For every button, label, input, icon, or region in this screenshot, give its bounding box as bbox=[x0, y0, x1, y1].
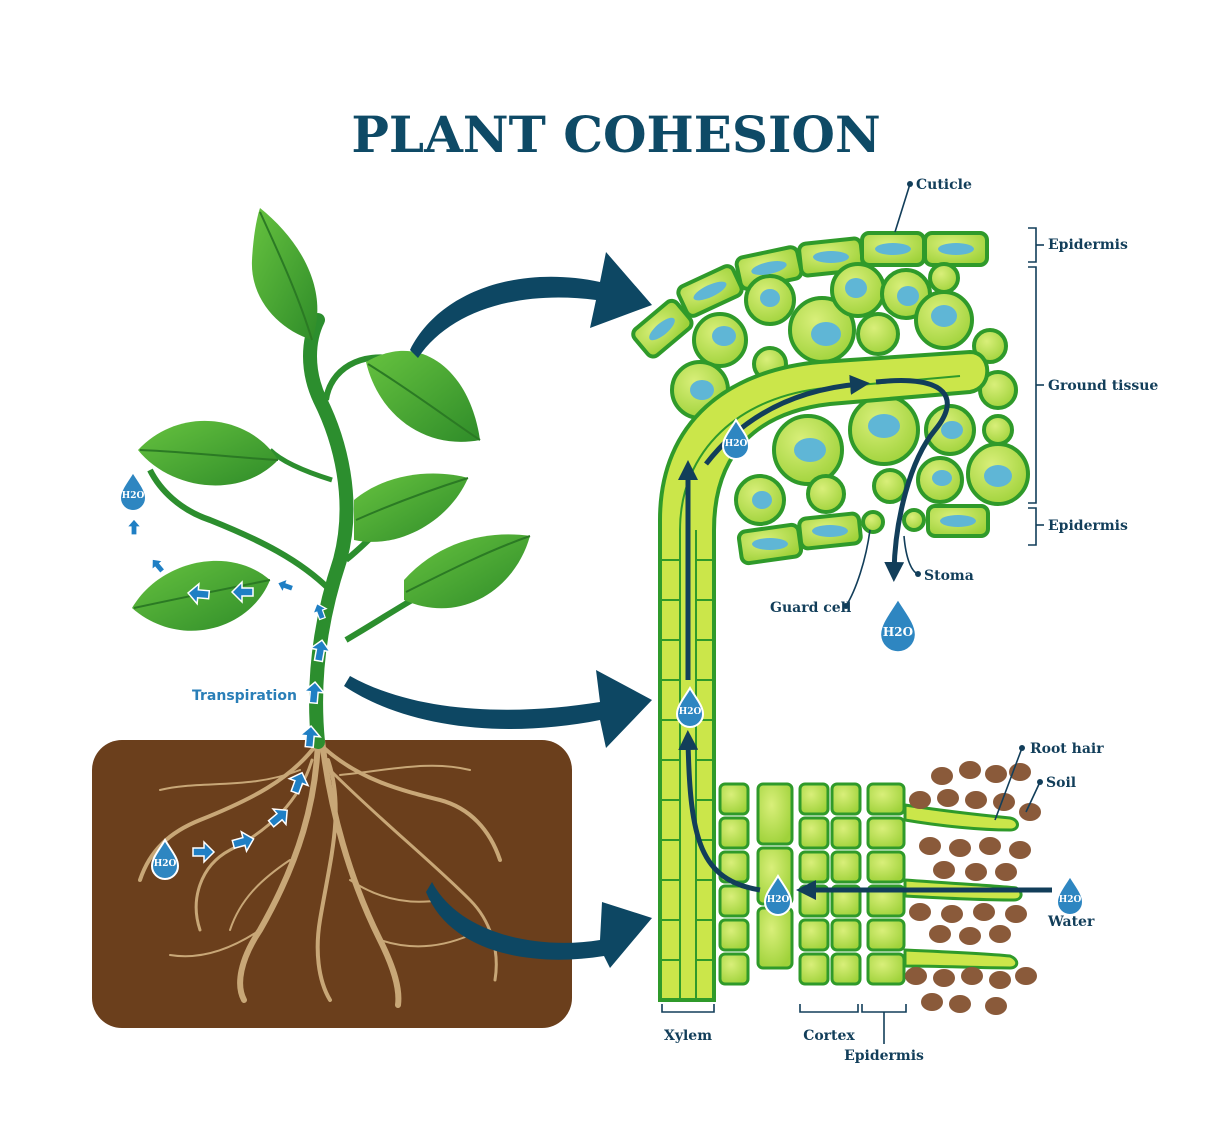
cell-nuclei bbox=[649, 243, 1012, 550]
label-guard-cell: Guard cell bbox=[770, 600, 851, 616]
drop-label: H2O bbox=[154, 859, 177, 869]
label-epidermis-bottom: Epidermis bbox=[844, 1048, 924, 1064]
drop-label: H2O bbox=[1059, 895, 1082, 905]
page-title: PLANT COHESION bbox=[351, 105, 880, 164]
label-ground-tissue: Ground tissue bbox=[1048, 378, 1158, 394]
leaf-icon bbox=[354, 473, 469, 542]
drop-label: H2O bbox=[883, 625, 913, 639]
drop-label: H2O bbox=[725, 439, 748, 449]
label-water: Water bbox=[1047, 914, 1095, 930]
flow-arrow-icon bbox=[126, 518, 142, 536]
xylem-crosslines bbox=[660, 559, 714, 961]
drop-label: H2O bbox=[767, 895, 790, 905]
flow-arrow-icon bbox=[146, 554, 169, 577]
leaf-icon bbox=[366, 350, 481, 442]
leaf-icon bbox=[251, 208, 318, 341]
label-transpiration: Transpiration bbox=[192, 688, 297, 704]
soil-block bbox=[92, 740, 572, 1028]
transpiration-arrows: H2O H2O bbox=[119, 471, 333, 880]
drop-label: H2O bbox=[122, 491, 145, 501]
big-arrows bbox=[344, 252, 652, 968]
leaf-icon bbox=[138, 420, 279, 486]
root-hairs bbox=[903, 803, 1023, 970]
label-soil: Soil bbox=[1046, 775, 1076, 791]
labels: Cuticle Epidermis Ground tissue Epidermi… bbox=[661, 177, 1158, 1064]
root-cross-section bbox=[718, 782, 906, 986]
label-epidermis-top: Epidermis bbox=[1048, 237, 1128, 253]
label-cuticle: Cuticle bbox=[916, 177, 972, 193]
label-cortex: Cortex bbox=[803, 1028, 855, 1044]
soil-particles bbox=[905, 761, 1041, 1015]
drop-label: H2O bbox=[679, 707, 702, 717]
water-flow-lines bbox=[678, 374, 1052, 900]
label-root-hair: Root hair bbox=[1030, 741, 1104, 757]
plant bbox=[132, 208, 531, 749]
label-stoma: Stoma bbox=[924, 568, 974, 584]
flow-arrow-icon bbox=[274, 575, 296, 596]
leaf-icon bbox=[404, 534, 531, 609]
label-xylem: Xylem bbox=[664, 1028, 712, 1044]
water-drops: H2O H2O H2O H2O H2O bbox=[676, 419, 1084, 916]
label-epidermis-mid: Epidermis bbox=[1048, 518, 1128, 534]
